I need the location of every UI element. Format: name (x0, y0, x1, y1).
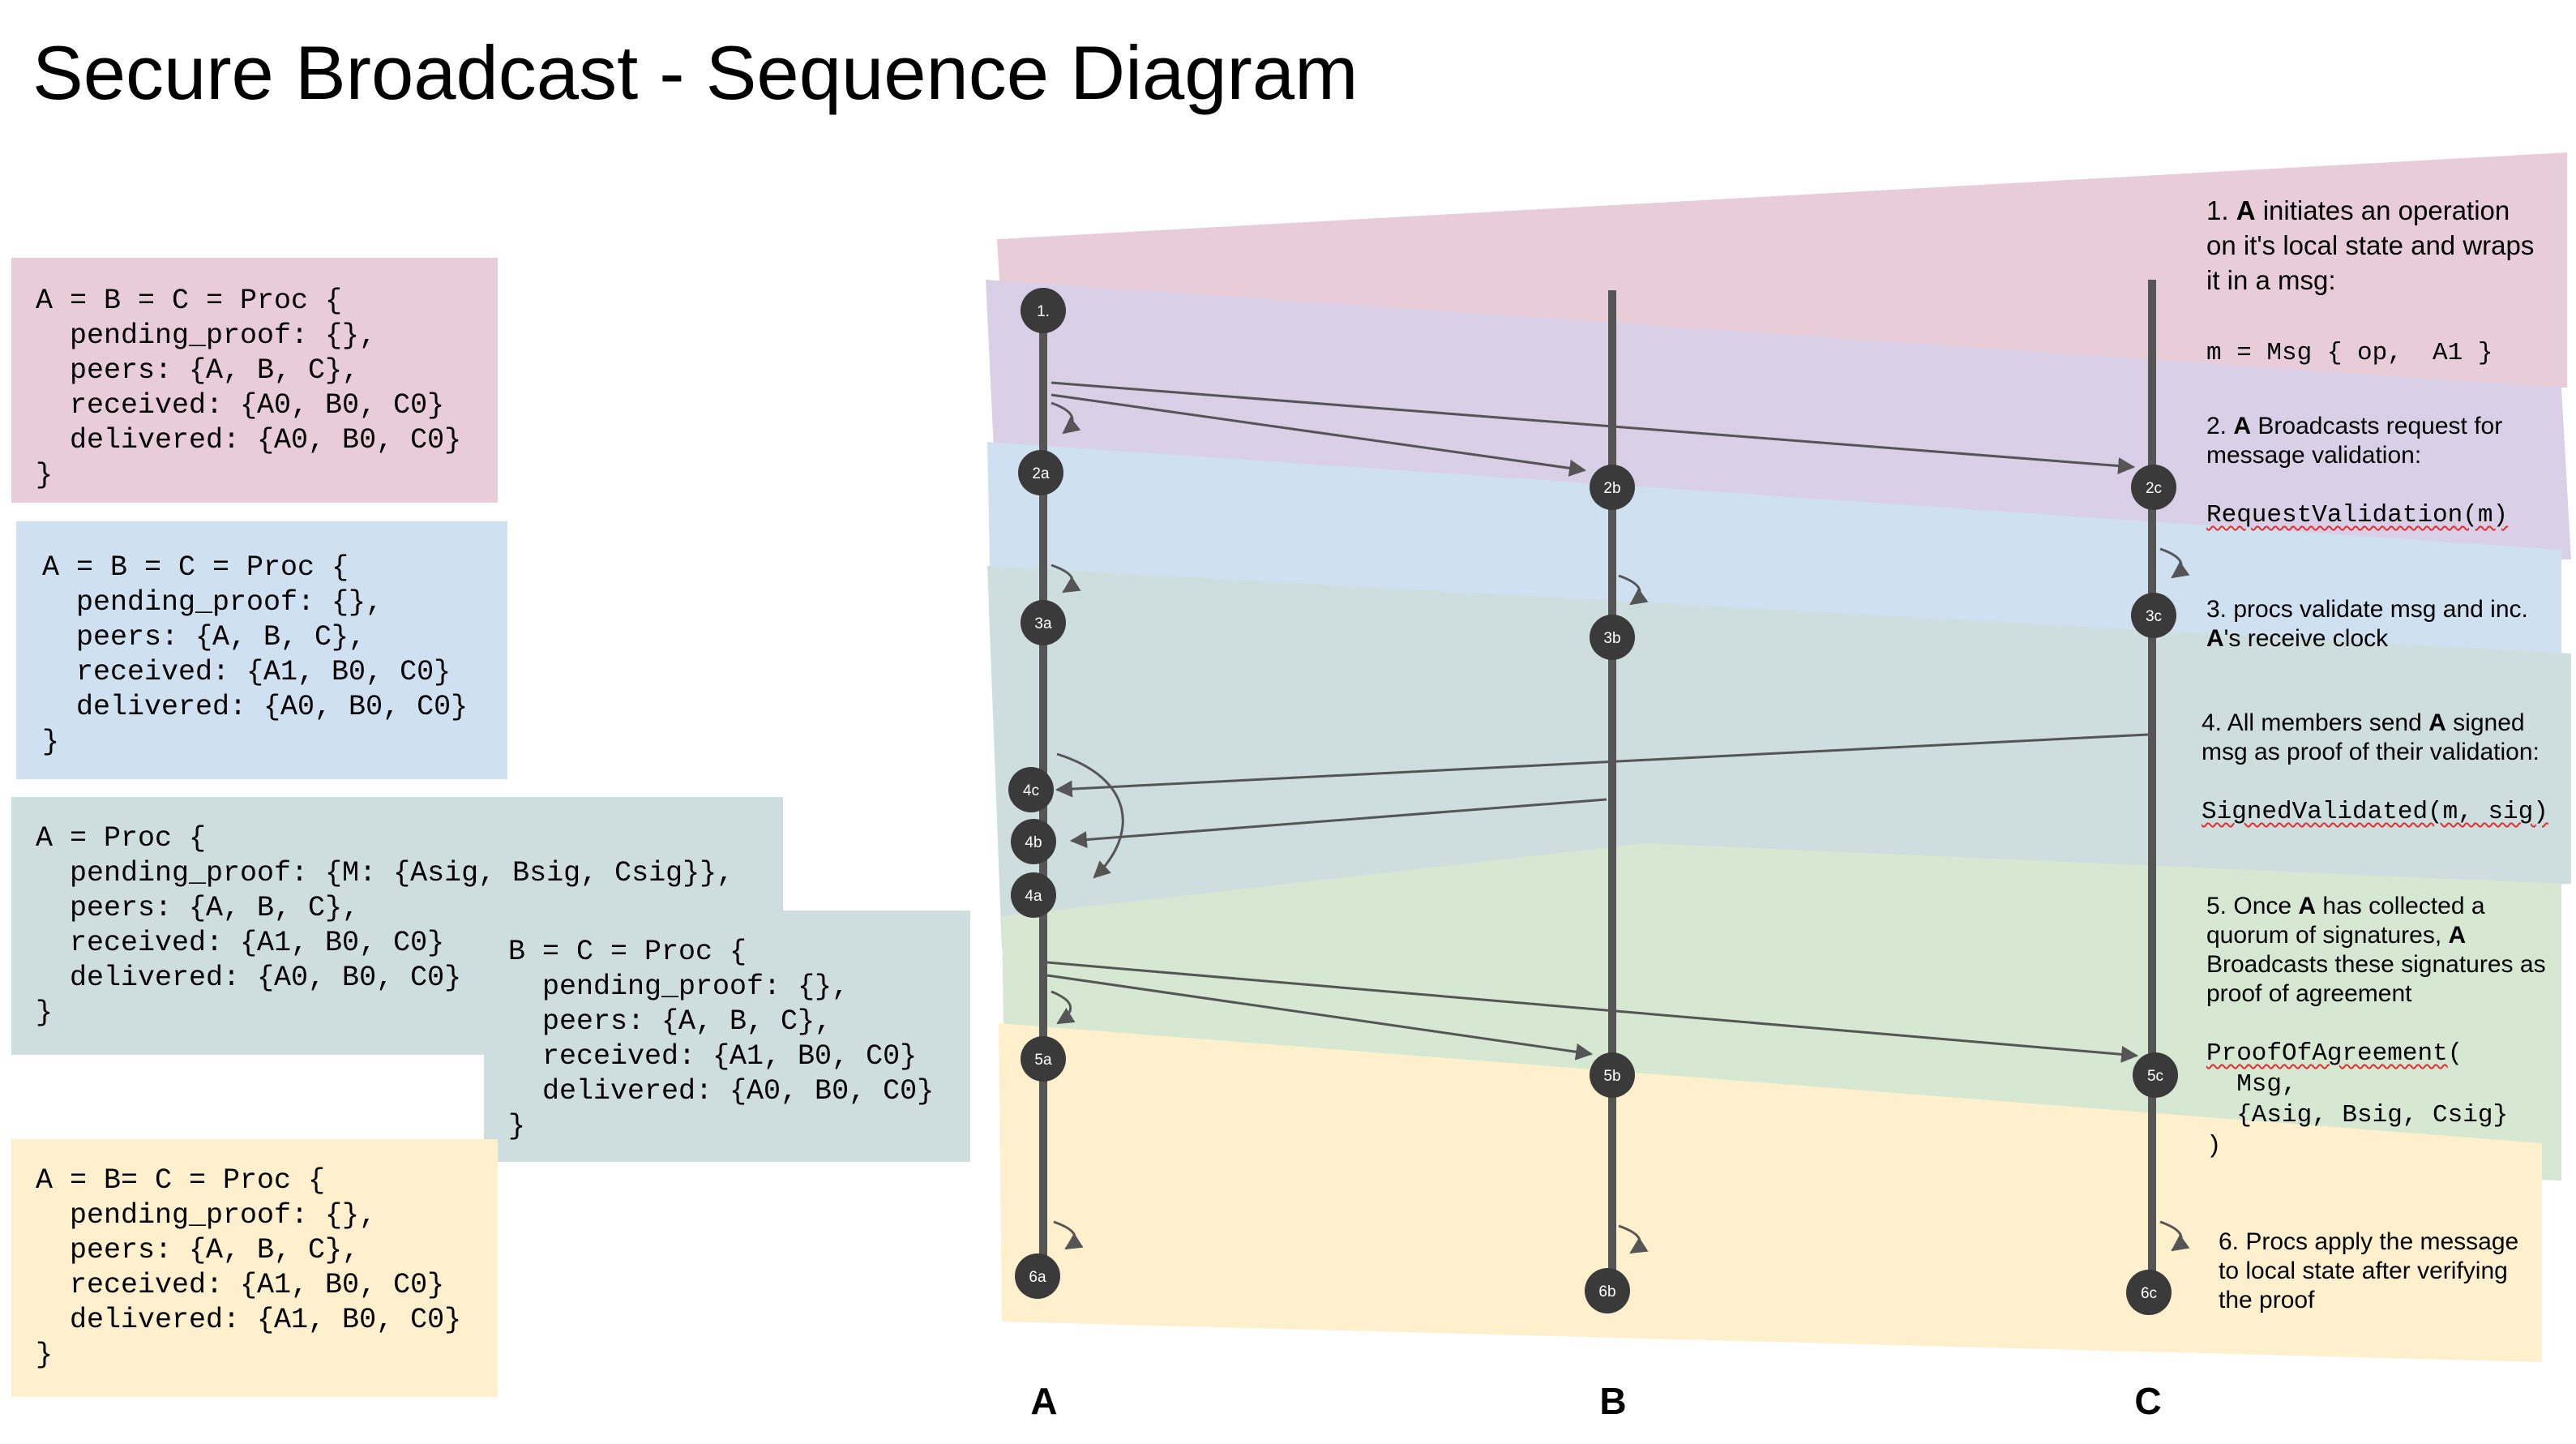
svg-text:3c: 3c (2146, 608, 2162, 625)
svg-text:3a: 3a (1034, 615, 1052, 632)
svg-text:6a: 6a (1029, 1269, 1046, 1286)
node-6c: 6c (2126, 1270, 2172, 1315)
state-box-initial: A = B = C = Proc { pending_proof: {}, pe… (11, 258, 498, 503)
note-5-actor-2: A (2448, 922, 2467, 949)
page-title: Secure Broadcast - Sequence Diagram (32, 30, 1359, 115)
note-5-actor: A (2298, 893, 2317, 919)
note-step-2: 2. A Broadcasts request for message vali… (2206, 412, 2563, 530)
svg-text:4c: 4c (1023, 782, 1039, 799)
note-step-3: 3. procs validate msg and inc. A's recei… (2206, 595, 2547, 653)
node-3a: 3a (1021, 600, 1066, 645)
note-4-text: signed msg as proof of their validation: (2202, 709, 2540, 765)
note-3-text-pre: 3. procs validate msg and inc. (2206, 596, 2528, 623)
node-3c: 3c (2131, 593, 2176, 638)
note-step-6: 6. Procs apply the message to local stat… (2219, 1228, 2543, 1315)
state-box-received: A = B = C = Proc { pending_proof: {}, pe… (16, 521, 507, 779)
actor-label-a: A (1030, 1380, 1057, 1422)
arrow-signed-c-to-a (1055, 733, 2149, 798)
phase-band-teal (987, 566, 2571, 949)
arrow-proof-a-to-c (1046, 961, 2139, 1063)
note-step-4: 4. All members send A signed msg as proo… (2202, 709, 2566, 827)
node-2b: 2b (1590, 465, 1635, 510)
arrow-apply-b-self (1618, 1224, 1649, 1254)
svg-text:3b: 3b (1603, 630, 1620, 647)
svg-text:2b: 2b (1603, 480, 1620, 497)
note-5-text: Broadcasts these signatures as proof of … (2206, 951, 2546, 1007)
svg-text:6b: 6b (1598, 1283, 1615, 1300)
actor-label-c: C (2134, 1380, 2161, 1422)
node-2a: 2a (1018, 450, 1063, 495)
note-4-code: SignedValidated(m, sig) (2202, 798, 2548, 826)
note-2-number: 2. (2206, 413, 2227, 439)
note-4-actor: A (2428, 709, 2446, 736)
note-step-1: 1. A initiates an operation on it's loca… (2206, 193, 2547, 371)
svg-text:5a: 5a (1034, 1052, 1052, 1069)
note-3-text: 's receive clock (2223, 625, 2389, 652)
arrow-proof-a-to-b (1046, 974, 1594, 1061)
arrow-request-a-self (1051, 401, 1081, 435)
actor-label-b: B (1599, 1380, 1626, 1422)
note-step-5: 5. Once A has collected a quorum of sign… (2206, 892, 2547, 1161)
messages (1046, 381, 2190, 1254)
svg-text:6c: 6c (2141, 1285, 2157, 1302)
node-5a: 5a (1021, 1036, 1066, 1082)
note-1-actor: A (2236, 195, 2256, 225)
node-5b: 5b (1590, 1052, 1635, 1098)
arrow-apply-c-self (2159, 1220, 2190, 1252)
actor-labels: A B C (1030, 1380, 2161, 1422)
arrow-validate-a-self (1051, 563, 1081, 593)
svg-text:4b: 4b (1025, 834, 1042, 851)
svg-text:4a: 4a (1025, 888, 1042, 905)
note-2-actor: A (2233, 413, 2252, 439)
arrow-signed-a-self (1056, 752, 1124, 879)
note-5-code-args: ( Msg, {Asig, Bsig, Csig} ) (2206, 1039, 2509, 1160)
arrow-request-a-to-c (1051, 381, 2136, 475)
node-3b: 3b (1590, 615, 1635, 660)
note-2-text: Broadcasts request for message validatio… (2206, 413, 2503, 469)
note-6-text: 6. Procs apply the message to local stat… (2219, 1228, 2519, 1313)
state-box-delivered: A = B= C = Proc { pending_proof: {}, pee… (11, 1139, 498, 1397)
note-1-text: initiates an operation on it's local sta… (2206, 195, 2535, 295)
note-5-text-mid: has collected a quorum of signatures, (2206, 893, 2485, 949)
arrow-validate-c-self (2159, 547, 2190, 579)
svg-text:1.: 1. (1037, 303, 1050, 320)
svg-text:2a: 2a (1032, 465, 1050, 482)
arrow-request-a-to-b (1051, 393, 1587, 477)
node-1: 1. (1021, 288, 1066, 333)
state-box-pending-bc: B = C = Proc { pending_proof: {}, peers:… (484, 911, 970, 1162)
note-3-actor: A (2206, 625, 2224, 652)
note-4-text-pre: 4. All members send (2202, 709, 2422, 736)
note-5-code-fn: ProofOfAgreement (2206, 1039, 2448, 1068)
svg-text:5c: 5c (2147, 1068, 2163, 1085)
node-6b: 6b (1585, 1268, 1630, 1313)
node-6a: 6a (1015, 1253, 1060, 1299)
arrow-apply-a-self (1053, 1220, 1084, 1250)
note-1-code: m = Msg { op, A1 } (2206, 339, 2493, 367)
step-nodes: 1. 2a 2b 2c 3a 3b 3c 4c 4b 4a 5a 5b 5c 6… (1008, 288, 2178, 1315)
node-2c: 2c (2131, 465, 2176, 510)
node-5c: 5c (2133, 1052, 2178, 1098)
arrow-signed-b-to-a (1069, 798, 1607, 849)
note-2-code: RequestValidation(m) (2206, 501, 2509, 529)
node-4b: 4b (1011, 819, 1056, 864)
note-1-number: 1. (2206, 195, 2229, 225)
node-4a: 4a (1011, 872, 1056, 918)
node-4c: 4c (1008, 767, 1054, 812)
svg-text:2c: 2c (2146, 480, 2162, 497)
arrow-proof-a-self (1051, 990, 1076, 1025)
arrow-validate-b-self (1618, 574, 1649, 606)
svg-text:5b: 5b (1603, 1068, 1620, 1085)
note-5-text-pre: 5. Once (2206, 893, 2292, 919)
